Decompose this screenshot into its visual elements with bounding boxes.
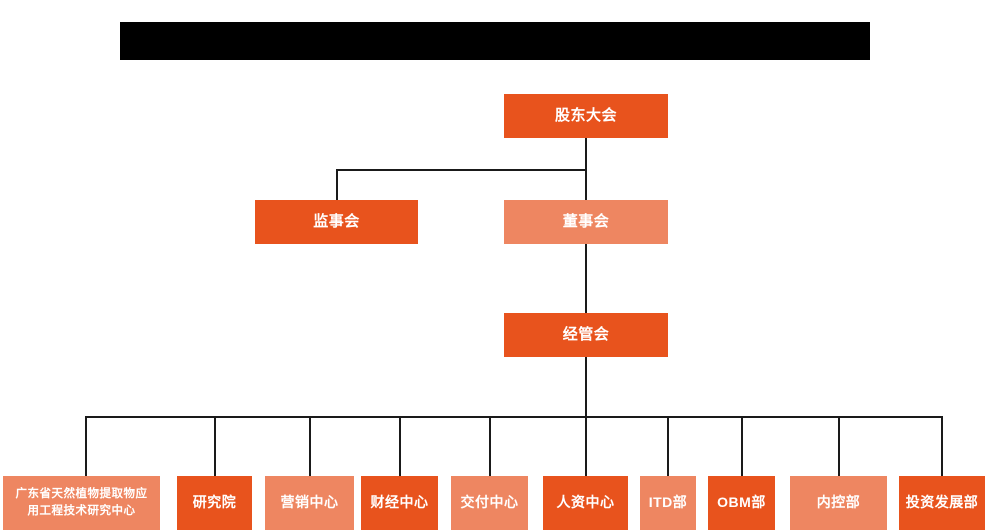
connector-drop-delivery-center bbox=[489, 416, 491, 476]
connector-level2-bus bbox=[336, 169, 587, 171]
node-research-center-label-line2: 用工程技术研究中心 bbox=[27, 505, 136, 517]
connector-drop-internal-control-dept bbox=[838, 416, 840, 476]
node-obm-dept-label: OBM部 bbox=[717, 494, 766, 511]
connector-drop-obm-dept bbox=[741, 416, 743, 476]
connector-shareholders-down bbox=[585, 138, 587, 170]
redacted-title-bar bbox=[120, 22, 870, 60]
node-research-center[interactable]: 广东省天然植物提取物应 用工程技术研究中心 bbox=[3, 476, 160, 530]
node-delivery-center-label: 交付中心 bbox=[460, 494, 519, 511]
node-supervisors-label: 监事会 bbox=[313, 212, 360, 230]
connector-drop-finance-center bbox=[399, 416, 401, 476]
node-shareholders-label: 股东大会 bbox=[554, 106, 617, 124]
node-hr-center[interactable]: 人资中心 bbox=[543, 476, 628, 530]
node-management[interactable]: 经管会 bbox=[504, 313, 668, 357]
node-marketing-center[interactable]: 营销中心 bbox=[265, 476, 354, 530]
node-supervisors[interactable]: 监事会 bbox=[255, 200, 418, 244]
node-institute-label: 研究院 bbox=[192, 494, 237, 511]
connector-drop-hr-center bbox=[585, 416, 587, 476]
node-internal-control-dept[interactable]: 内控部 bbox=[790, 476, 887, 530]
node-marketing-center-label: 营销中心 bbox=[280, 494, 339, 511]
connector-drop-research-center bbox=[85, 416, 87, 476]
connector-drop-institute bbox=[214, 416, 216, 476]
connector-bottom-bus bbox=[85, 416, 943, 418]
node-finance-center-label: 财经中心 bbox=[370, 494, 429, 511]
node-institute[interactable]: 研究院 bbox=[177, 476, 252, 530]
node-hr-center-label: 人资中心 bbox=[556, 494, 615, 511]
connector-drop-marketing-center bbox=[309, 416, 311, 476]
node-itd-dept-label: ITD部 bbox=[648, 494, 688, 511]
node-finance-center[interactable]: 财经中心 bbox=[361, 476, 438, 530]
node-investment-development-dept[interactable]: 投资发展部 bbox=[899, 476, 985, 530]
node-shareholders[interactable]: 股东大会 bbox=[504, 94, 668, 138]
node-management-label: 经管会 bbox=[562, 325, 610, 343]
connector-down-supervisors bbox=[336, 169, 338, 201]
connector-down-directors bbox=[585, 169, 587, 201]
connector-directors-management bbox=[585, 243, 587, 320]
node-investment-development-dept-label: 投资发展部 bbox=[905, 494, 979, 511]
node-research-center-label-line1: 广东省天然植物提取物应 bbox=[15, 488, 148, 501]
node-delivery-center[interactable]: 交付中心 bbox=[451, 476, 528, 530]
connector-drop-investment-development-dept bbox=[941, 416, 943, 476]
connector-drop-itd-dept bbox=[667, 416, 669, 476]
node-directors[interactable]: 董事会 bbox=[504, 200, 668, 244]
node-obm-dept[interactable]: OBM部 bbox=[708, 476, 775, 530]
connector-management-down bbox=[585, 357, 587, 417]
node-research-center-label: 广东省天然植物提取物应 用工程技术研究中心 bbox=[12, 486, 152, 519]
node-itd-dept[interactable]: ITD部 bbox=[640, 476, 696, 530]
node-directors-label: 董事会 bbox=[562, 212, 610, 230]
node-internal-control-dept-label: 内控部 bbox=[816, 494, 861, 511]
